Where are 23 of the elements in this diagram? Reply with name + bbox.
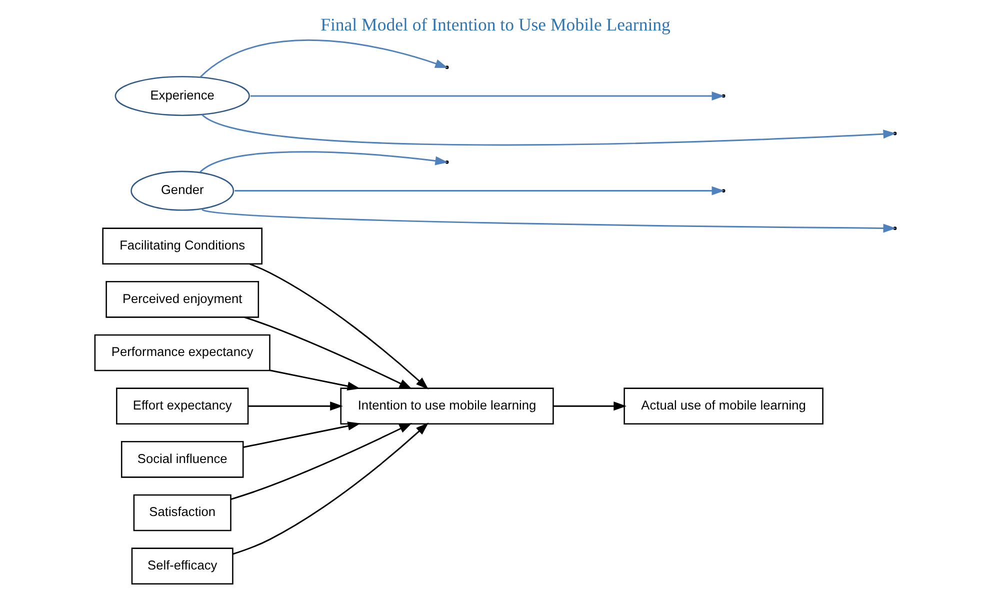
arrow — [248, 402, 342, 411]
node-box: Perceived enjoyment — [105, 281, 259, 318]
node-box: Performance expectancy — [94, 334, 270, 372]
node-box: Intention to use mobile learning — [340, 388, 554, 424]
node-box: Actual use of mobile learning — [623, 388, 823, 424]
node-ellipse: Experience — [114, 76, 250, 116]
node-ellipse: Gender — [130, 170, 234, 211]
node-box: Satisfaction — [132, 494, 231, 532]
arrow — [269, 370, 360, 391]
node-box: Self-efficacy — [130, 548, 233, 584]
arrow — [230, 423, 412, 500]
arrow — [201, 208, 896, 233]
arrow — [242, 422, 360, 448]
arrow — [234, 186, 724, 196]
node-box: Social influence — [120, 441, 244, 478]
node-box: Effort expectancy — [116, 388, 248, 424]
node-box: Facilitating Conditions — [102, 228, 262, 265]
arrow — [244, 316, 412, 390]
arrow — [199, 39, 448, 78]
arrow — [249, 263, 428, 390]
arrow — [232, 422, 428, 555]
diagram-title: Final Model of Intention to Use Mobile Learning — [320, 14, 670, 34]
arrow — [552, 402, 626, 411]
